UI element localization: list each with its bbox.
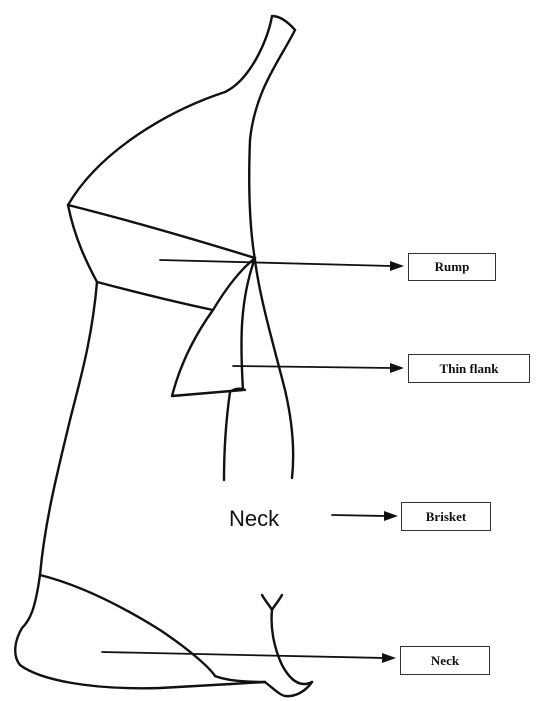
brisket-arrowhead xyxy=(384,511,398,521)
rump-flank-cut-line xyxy=(97,258,255,310)
brisket-pointer-line xyxy=(332,515,386,516)
rump-label: Rump xyxy=(408,253,496,281)
leg-bone-left xyxy=(224,392,230,480)
thin-flank-pointer-line xyxy=(233,366,392,368)
thin-flank-label: Thin flank xyxy=(408,354,530,383)
neck-label: Neck xyxy=(400,646,490,675)
rump-cut-line xyxy=(68,205,255,258)
thin-flank-arrowhead xyxy=(390,363,404,373)
y-mark xyxy=(262,595,312,684)
neck-pointer-line xyxy=(102,652,384,658)
thin-flank-region xyxy=(172,258,255,396)
rump-pointer-line xyxy=(160,260,392,266)
neck-arrowhead xyxy=(382,653,396,663)
overlay-neck-text: Neck xyxy=(229,506,279,532)
brisket-label: Brisket xyxy=(401,502,491,531)
neck-cut-line xyxy=(40,575,215,676)
rump-arrowhead xyxy=(390,261,404,271)
neck-lower-edge xyxy=(215,676,265,682)
carcass-right-outline xyxy=(249,30,295,478)
carcass-left-outline xyxy=(15,16,312,696)
